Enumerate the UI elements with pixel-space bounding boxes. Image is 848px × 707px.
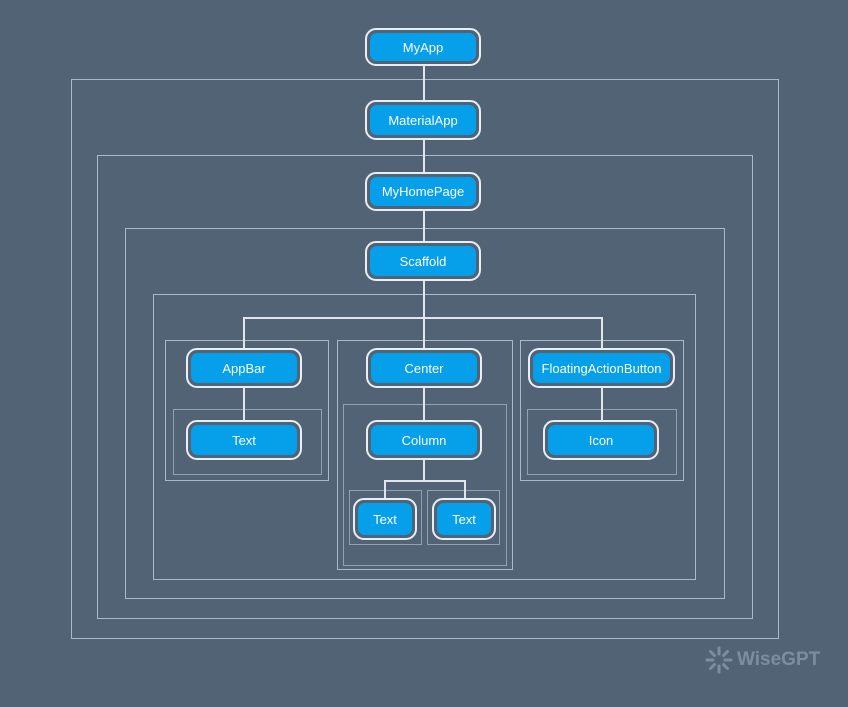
connector-to-text-2 (464, 480, 466, 500)
column-text-2-frame (427, 490, 500, 545)
node-column-label: Column (371, 425, 477, 455)
node-column-text-2-label: Text (437, 503, 491, 535)
node-center: Center (366, 348, 482, 388)
connector-column-horizontal (384, 480, 466, 482)
node-app-bar-label: AppBar (191, 353, 297, 383)
my-home-page-frame (97, 155, 753, 619)
connector-fab-icon (601, 386, 603, 422)
node-material-app: MaterialApp (365, 100, 481, 140)
node-fab-label: FloatingActionButton (533, 353, 670, 383)
scaffold-frame (125, 228, 725, 599)
connector-to-fab (601, 317, 603, 350)
center-frame (337, 340, 513, 570)
watermark: WiseGPT (705, 645, 825, 675)
node-column: Column (366, 420, 482, 460)
node-fab-icon-label: Icon (548, 425, 654, 455)
connector-myhomepage-scaffold (423, 209, 425, 243)
node-column-text-1: Text (353, 498, 417, 540)
connector-to-appbar (243, 317, 245, 350)
wisegpt-logo-icon (705, 646, 733, 674)
node-my-home-page: MyHomePage (365, 172, 481, 211)
node-material-app-label: MaterialApp (370, 105, 476, 135)
connector-to-text-1 (384, 480, 386, 500)
watermark-label: WiseGPT (737, 649, 821, 670)
node-fab-icon: Icon (543, 420, 659, 460)
app-bar-child-frame (173, 409, 322, 475)
node-scaffold: Scaffold (365, 241, 481, 281)
node-app-bar-text: Text (186, 420, 302, 460)
connector-center-column (423, 386, 425, 422)
connector-materialapp-myhomepage (423, 138, 425, 174)
node-my-app-label: MyApp (370, 33, 476, 61)
app-bar-frame (165, 340, 329, 481)
connector-scaffold-down (423, 279, 425, 318)
node-app-bar-text-label: Text (191, 425, 297, 455)
node-my-app: MyApp (365, 28, 481, 66)
connector-myapp-materialapp (423, 64, 425, 102)
node-column-text-1-label: Text (358, 503, 412, 535)
connector-column-down (423, 458, 425, 481)
material-app-frame (71, 79, 779, 639)
node-center-label: Center (371, 353, 477, 383)
node-column-text-2: Text (432, 498, 496, 540)
node-scaffold-label: Scaffold (370, 246, 476, 276)
connector-appbar-text (243, 386, 245, 422)
node-fab: FloatingActionButton (528, 348, 675, 388)
node-app-bar: AppBar (186, 348, 302, 388)
column-frame (343, 404, 507, 566)
connector-to-center (423, 317, 425, 350)
node-my-home-page-label: MyHomePage (370, 177, 476, 206)
